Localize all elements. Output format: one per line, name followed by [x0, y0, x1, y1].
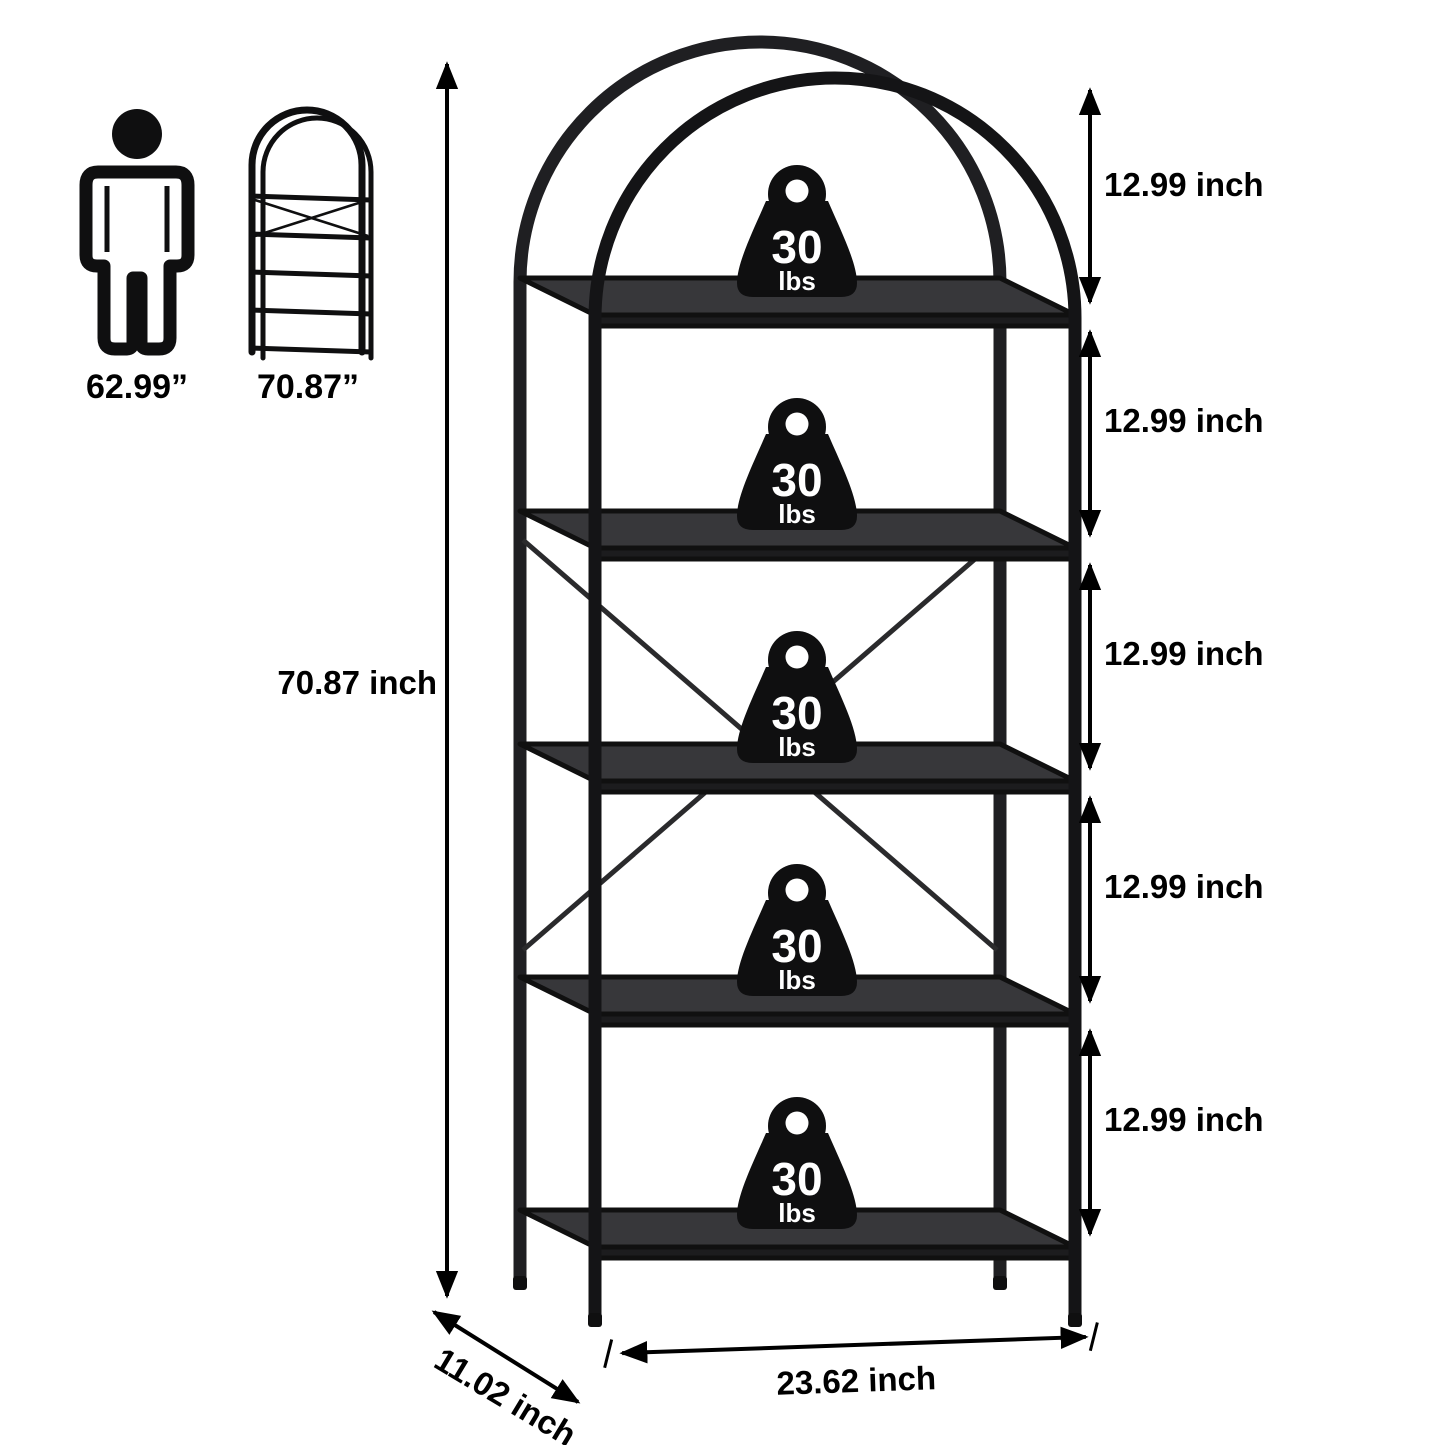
total-height-dimension: 70.87 inch	[277, 61, 459, 1299]
weight-unit-label: lbs	[778, 1198, 816, 1228]
bookshelf-illustration: 30 lbs 30 lbs 30 lbs 30 lbs 30 lbs	[513, 35, 1082, 1327]
width-dimension: 23.62 inch	[603, 1322, 1099, 1402]
weight-value-label: 30	[771, 221, 822, 273]
front-frame	[588, 71, 1082, 1322]
tier-gap-dimensions: 12.99 inch 12.99 inch 12.99 inch 12.99 i…	[1078, 87, 1264, 1237]
total-height-label: 70.87 inch	[277, 664, 437, 701]
weight-badge-tier-3: 30 lbs	[737, 631, 857, 763]
person-icon	[79, 109, 195, 356]
weight-unit-label: lbs	[778, 965, 816, 995]
weight-badge-tier-1: 30 lbs	[737, 165, 857, 297]
shelf-feet	[513, 1276, 1082, 1327]
width-label: 23.62 inch	[776, 1359, 937, 1402]
tier-gap-label-3: 12.99 inch	[1104, 635, 1264, 672]
mini-shelf-icon	[248, 106, 374, 361]
weight-unit-label: lbs	[778, 266, 816, 296]
weight-value-label: 30	[771, 454, 822, 506]
tier-gap-label-5: 12.99 inch	[1104, 1101, 1264, 1138]
weight-value-label: 30	[771, 687, 822, 739]
weight-value-label: 30	[771, 920, 822, 972]
mini-shelf-height-label: 70.87”	[257, 368, 359, 406]
back-frame	[513, 35, 1007, 1285]
weight-unit-label: lbs	[778, 732, 816, 762]
tier-gap-label-1: 12.99 inch	[1104, 166, 1264, 203]
weight-badge-tier-5: 30 lbs	[737, 1097, 857, 1229]
person-height-label: 62.99”	[86, 368, 188, 406]
depth-dimension: 11.02 inch	[428, 1310, 583, 1445]
weight-unit-label: lbs	[778, 499, 816, 529]
weight-badge-tier-4: 30 lbs	[737, 864, 857, 996]
weight-badge-tier-2: 30 lbs	[737, 398, 857, 530]
tier-gap-label-2: 12.99 inch	[1104, 402, 1264, 439]
tier-gap-label-4: 12.99 inch	[1104, 868, 1264, 905]
weight-value-label: 30	[771, 1153, 822, 1205]
